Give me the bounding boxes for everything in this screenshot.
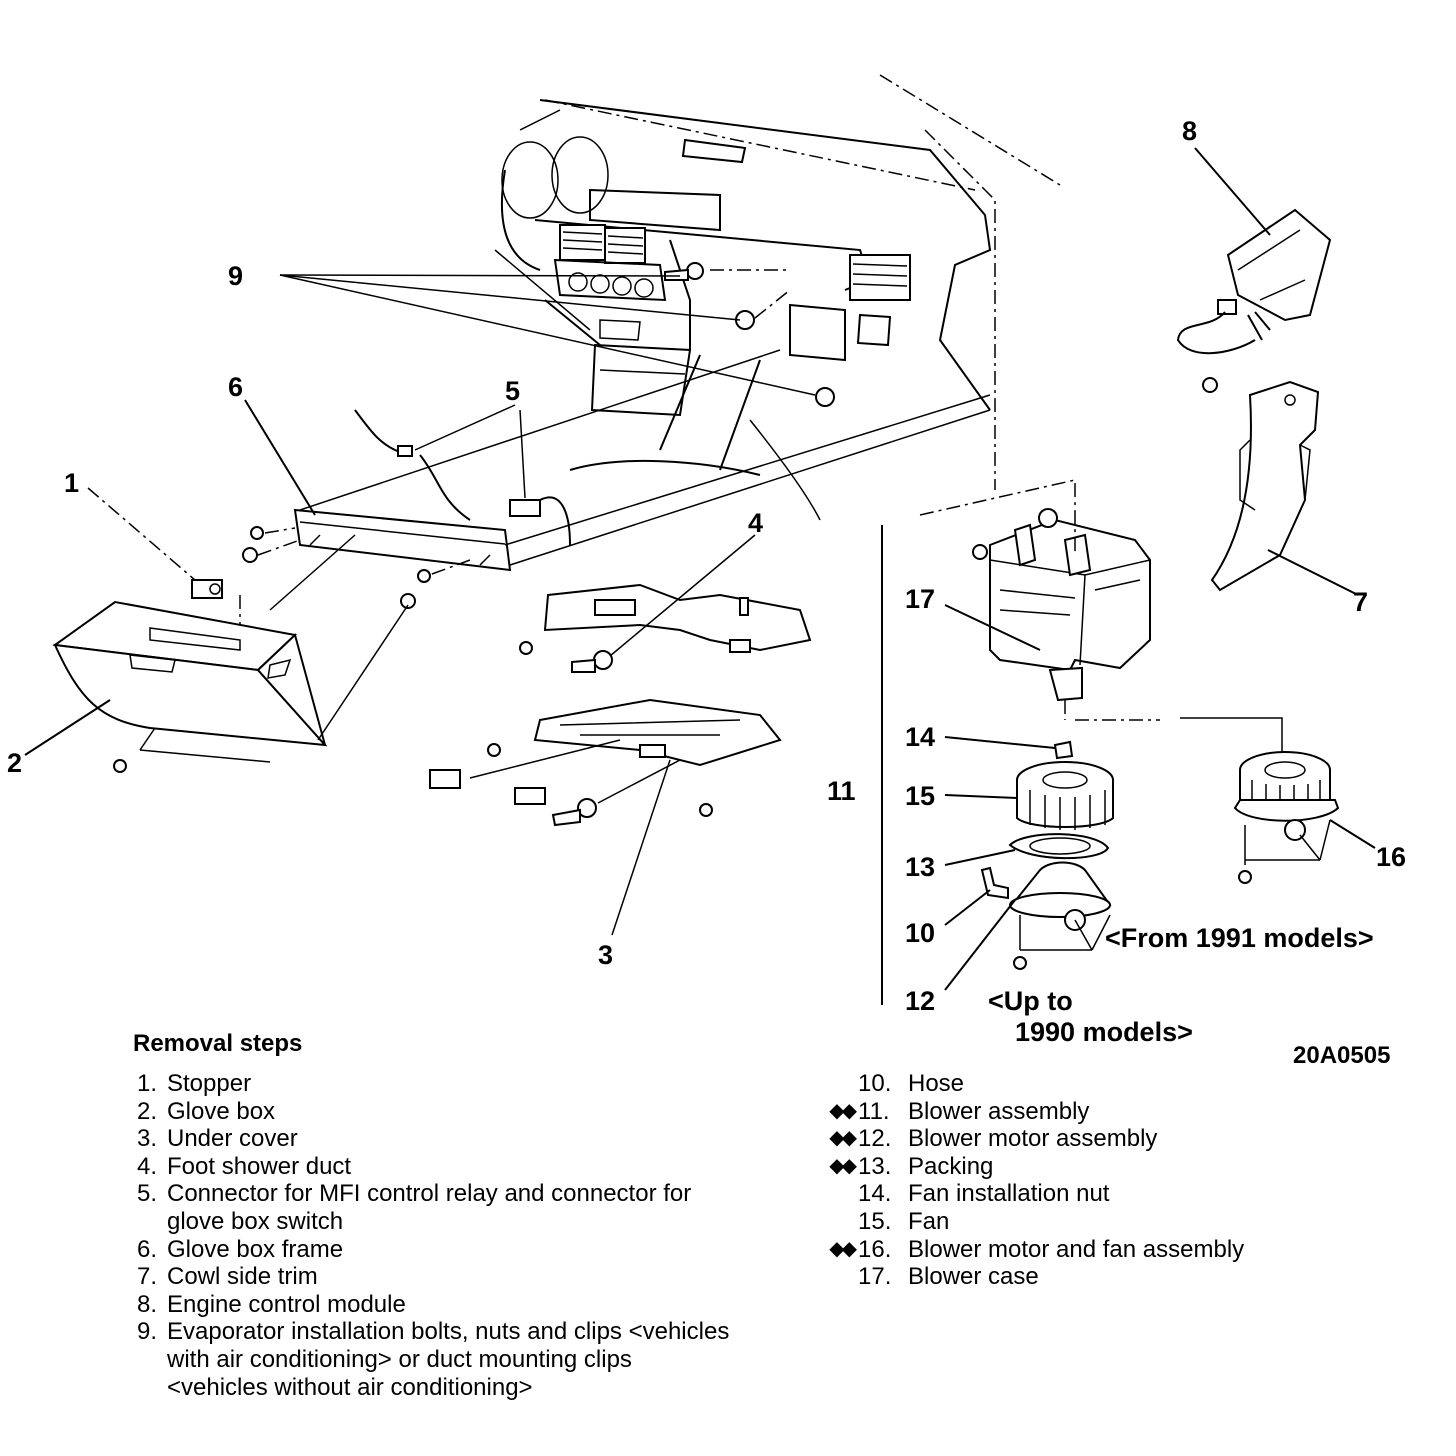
removal-step-number: 4. — [136, 1152, 157, 1180]
removal-step-number: 6. — [136, 1235, 157, 1263]
part-12-blower-motor-assembly — [944, 861, 1112, 991]
removal-step: 15. Fan — [758, 1208, 1378, 1236]
removal-step-text: Blower motor assembly — [908, 1125, 1158, 1153]
instrument-panel — [494, 74, 1061, 521]
removal-step: 3. Under cover — [133, 1125, 733, 1153]
part-15-fan — [944, 761, 1114, 830]
callout-10: 10 — [905, 918, 935, 948]
note-from-1991-models: <From 1991 models> — [1105, 923, 1374, 953]
removal-steps-left-column: 1. Stopper 2. Glove box 3. Under cover 4. Foot … — [133, 1070, 733, 1401]
part-13-packing — [944, 833, 1110, 866]
callout-1: 1 — [64, 468, 79, 498]
removal-step-text: Foot shower duct — [167, 1152, 352, 1180]
removal-step-number: 1. — [136, 1070, 157, 1097]
part-14-fan-nut — [944, 736, 1074, 760]
part-16-blower-motor-fan-assembly — [1075, 717, 1376, 884]
removal-step-text: Stopper — [167, 1070, 252, 1097]
removal-step-text: Evaporator installation bolts, nuts and … — [167, 1318, 730, 1401]
removal-step: 4. Foot shower duct — [133, 1153, 733, 1181]
service-point-mark: ◆◆ — [829, 1099, 857, 1122]
callout-2: 2 — [7, 748, 22, 778]
removal-step: 2. Glove box — [133, 1098, 733, 1126]
removal-step: 17. Blower case — [758, 1263, 1378, 1291]
removal-step-text: Glove box — [167, 1097, 276, 1125]
blower-case-dashed-line — [919, 479, 1076, 555]
part-5-connectors — [354, 404, 571, 546]
removal-step-text: Engine control module — [167, 1290, 406, 1318]
note-up-to-1990-line2: 1990 models> — [1015, 1017, 1193, 1047]
removal-step: ◆◆11. Blower assembly — [758, 1098, 1378, 1126]
removal-step-text: Cowl side trim — [167, 1263, 318, 1291]
removal-step-text: Under cover — [167, 1125, 298, 1153]
removal-step-text: Hose — [908, 1070, 965, 1097]
removal-step-number: 11. — [858, 1097, 890, 1125]
removal-step-text: Fan installation nut — [908, 1180, 1110, 1208]
removal-step-number: 2. — [136, 1097, 157, 1125]
callout-11: 11 — [827, 776, 856, 806]
callout-16: 16 — [1376, 842, 1406, 872]
leader-2 — [24, 699, 111, 756]
removal-step-text: Blower motor and fan assembly — [908, 1235, 1245, 1263]
service-point-mark: ◆◆ — [829, 1154, 857, 1177]
removal-step: 8. Engine control module — [133, 1291, 733, 1319]
note-up-to-1990-line1: <Up to — [988, 986, 1073, 1016]
removal-step: 5. Connector for MFI control relay and co… — [133, 1180, 733, 1235]
service-point-mark: ◆◆ — [829, 1237, 857, 1260]
figure-code: 20A0505 — [1293, 1042, 1390, 1069]
removal-step-number: 9. — [136, 1318, 157, 1346]
removal-steps-right-column: 10.Hose◆◆11.Blower assembly◆◆12.Blower m… — [758, 1070, 1378, 1291]
leader-6 — [244, 399, 316, 516]
service-point-mark: ◆◆ — [829, 1127, 857, 1150]
removal-step-text: Glove box frame — [167, 1235, 344, 1263]
removal-step: ◆◆12. Blower motor assembly — [758, 1125, 1378, 1153]
removal-step: 7. Cowl side trim — [133, 1263, 733, 1291]
part-8-engine-control-module — [1176, 147, 1332, 393]
callout-14: 14 — [905, 722, 935, 752]
callout-4: 4 — [748, 508, 763, 538]
removal-step-number: 14. — [858, 1180, 892, 1208]
part-2-glove-box — [52, 534, 409, 773]
removal-step: 10. Hose — [758, 1070, 1378, 1098]
removal-step: 1. Stopper — [133, 1070, 733, 1098]
removal-step-number: 3. — [136, 1125, 157, 1153]
removal-step-number: 15. — [858, 1207, 892, 1235]
part-9-bolts — [279, 262, 835, 407]
removal-step-text: Fan — [908, 1207, 950, 1235]
removal-step-number: 17. — [858, 1263, 892, 1291]
callout-3: 3 — [598, 940, 613, 970]
part-10-hose — [944, 866, 1009, 926]
callout-8: 8 — [1182, 116, 1197, 146]
callout-17: 17 — [905, 584, 935, 614]
part-6-glove-box-frame — [242, 349, 991, 609]
removal-step: 9. Evaporator installation bolts, nuts an… — [133, 1318, 733, 1401]
removal-step-number: 7. — [136, 1263, 157, 1291]
removal-step-text: Connector for MFI control relay and conn… — [167, 1180, 692, 1235]
removal-step: 6. Glove box frame — [133, 1236, 733, 1264]
removal-step: ◆◆13. Packing — [758, 1153, 1378, 1181]
callout-5: 5 — [505, 376, 520, 406]
removal-step: 14. Fan installation nut — [758, 1180, 1378, 1208]
part-3-under-cover — [429, 698, 782, 936]
removal-step-number: 8. — [136, 1290, 157, 1318]
removal-step-number: 16. — [858, 1235, 892, 1263]
callout-9: 9 — [228, 261, 243, 291]
part-7-cowl-side-trim — [1210, 380, 1359, 596]
callout-15: 15 — [905, 781, 935, 811]
removal-step: ◆◆16. Blower motor and fan assembly — [758, 1236, 1378, 1264]
part-17-blower-case — [944, 508, 1151, 720]
removal-step-number: 12. — [858, 1125, 892, 1153]
removal-step-text: Blower case — [908, 1263, 1039, 1291]
removal-step-number: 5. — [136, 1180, 157, 1208]
removal-steps-heading: Removal steps — [133, 1030, 303, 1057]
removal-step-number: 13. — [858, 1152, 892, 1180]
removal-step-text: Blower assembly — [908, 1097, 1090, 1125]
part-4-foot-shower-duct — [519, 534, 812, 673]
removal-step-number: 10. — [858, 1070, 892, 1097]
callout-13: 13 — [905, 852, 935, 882]
callout-6: 6 — [228, 372, 243, 402]
callout-7: 7 — [1353, 587, 1368, 617]
callout-12: 12 — [905, 986, 935, 1016]
removal-step-text: Packing — [908, 1152, 994, 1180]
